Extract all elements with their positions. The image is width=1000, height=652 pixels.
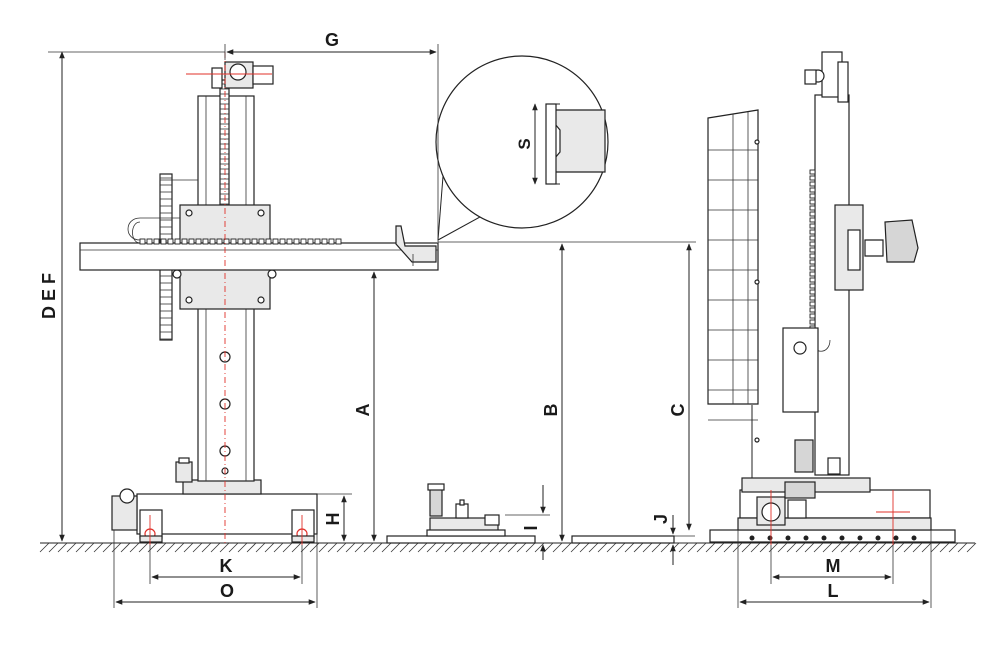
front-boom xyxy=(79,217,439,271)
track-section-i xyxy=(386,483,536,544)
label-def: D E F xyxy=(39,273,59,319)
label-b: B xyxy=(541,404,561,417)
label-s: S xyxy=(515,138,534,149)
label-m: M xyxy=(826,556,841,576)
label-h: H xyxy=(323,513,343,526)
label-c: C xyxy=(668,404,688,417)
dimension-lines xyxy=(48,44,932,608)
label-a: A xyxy=(353,404,373,417)
label-k: K xyxy=(220,556,233,576)
front-base xyxy=(111,457,318,543)
label-i: I xyxy=(521,525,541,530)
ground xyxy=(39,542,977,553)
track-section-j xyxy=(571,535,675,544)
label-j: J xyxy=(651,514,671,524)
label-o: O xyxy=(220,581,234,601)
label-g: G xyxy=(325,30,339,50)
boom-section-callout xyxy=(435,55,609,241)
side-view xyxy=(707,51,956,543)
label-l: L xyxy=(828,581,839,601)
